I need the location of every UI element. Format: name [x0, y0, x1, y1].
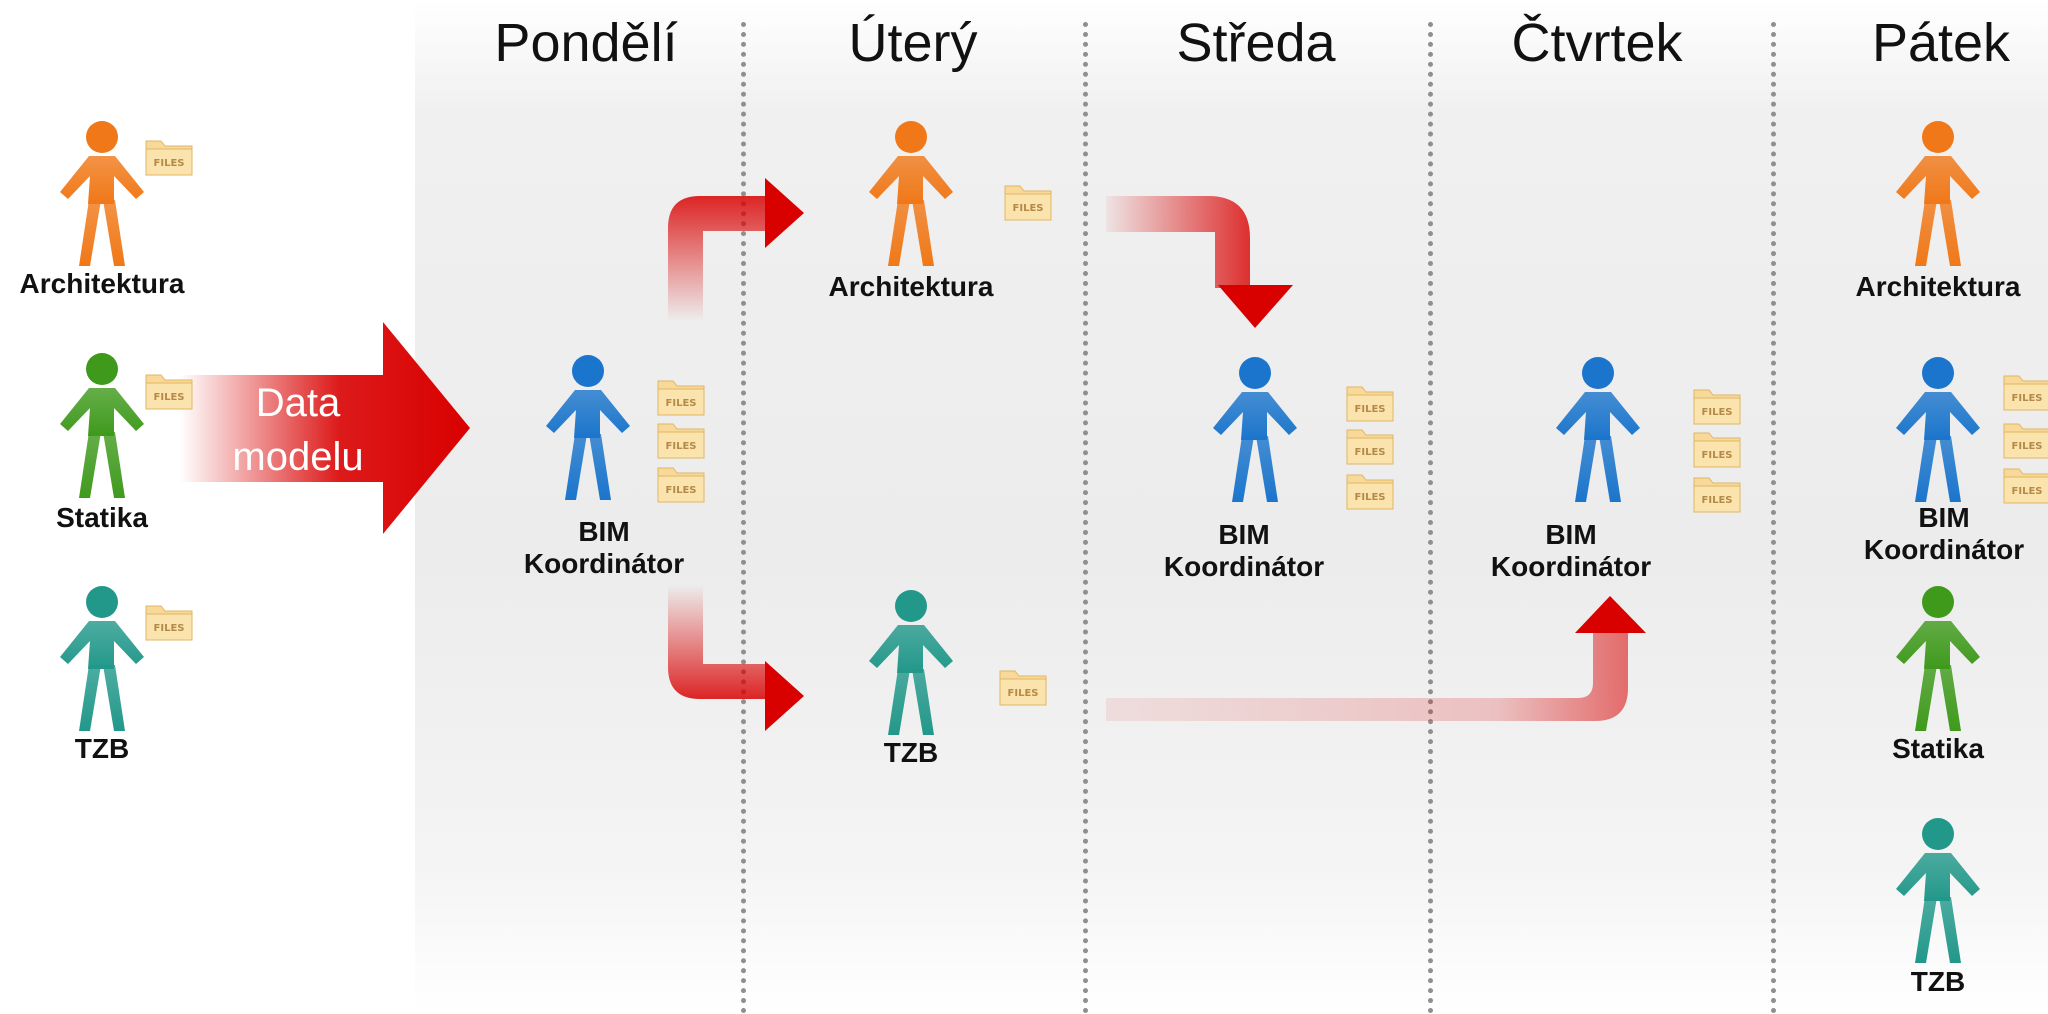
folder-icon: FILES	[1692, 474, 1742, 514]
svg-text:FILES: FILES	[154, 158, 185, 169]
day-header-ctvrtek: Čtvrtek	[1511, 13, 1683, 73]
folder-icon: FILES	[2002, 465, 2048, 505]
svg-text:FILES: FILES	[1702, 450, 1733, 461]
architect-person-icon	[1888, 120, 1988, 270]
day-header-pondeli: Pondělí	[494, 13, 678, 73]
folder-icon: FILES	[2002, 372, 2048, 412]
mep-person-icon	[52, 585, 152, 735]
day-divider-2	[1083, 22, 1088, 1014]
svg-text:FILES: FILES	[2012, 486, 2043, 497]
mep-person-icon	[861, 589, 961, 739]
folder-icon: FILES	[998, 667, 1048, 707]
coordinator-person-icon	[1888, 356, 1988, 506]
arrow-pondeli-to-mep-head	[765, 661, 804, 731]
coordinator-label-line2: Koordinátor	[1490, 551, 1652, 582]
folder-icon: FILES	[144, 371, 194, 411]
structural-person-icon	[1888, 585, 1988, 735]
folder-icon: FILES	[1345, 426, 1395, 466]
svg-text:FILES: FILES	[1702, 407, 1733, 418]
arrow-pondeli-to-architect-head	[765, 178, 804, 248]
folder-icon: FILES	[1345, 383, 1395, 423]
architect-person-icon	[861, 120, 961, 270]
svg-text:FILES: FILES	[2012, 441, 2043, 452]
svg-text:FILES: FILES	[666, 398, 697, 409]
svg-text:FILES: FILES	[1355, 492, 1386, 503]
streda-coordinator-label: BIM Koordinátor	[1164, 519, 1324, 583]
data-model-label-line2: modelu	[232, 435, 364, 479]
coordinator-label-line2: Koordinátor	[1163, 551, 1325, 582]
arrow-mep-to-ctvrtek-head	[1575, 596, 1646, 633]
day-header-streda: Středa	[1176, 13, 1336, 73]
day-header-patek: Pátek	[1871, 13, 2011, 73]
folder-icon: FILES	[1345, 471, 1395, 511]
patek-coordinator-label: BIM Koordinátor	[1864, 502, 2024, 566]
patek-architect-label: Architektura	[1855, 271, 2021, 302]
folder-icon: FILES	[144, 602, 194, 642]
folder-icon: FILES	[1003, 182, 1053, 222]
coordinator-person-icon	[538, 354, 638, 504]
day-divider-1	[741, 22, 746, 1014]
structural-person-icon	[52, 352, 152, 502]
pondeli-coordinator-label: BIM Koordinátor	[524, 516, 684, 580]
svg-text:FILES: FILES	[2012, 393, 2043, 404]
coordinator-label-line2: Koordinátor	[1863, 534, 2025, 565]
data-model-label-line1: Data	[255, 381, 341, 425]
folder-icon: FILES	[656, 464, 706, 504]
ctvrtek-coordinator-label: BIM Koordinátor	[1491, 519, 1651, 583]
coordinator-label-line2: Koordinátor	[523, 548, 685, 579]
mep-person-icon	[1888, 817, 1988, 967]
svg-text:FILES: FILES	[154, 392, 185, 403]
architect-person-icon	[52, 120, 152, 270]
svg-text:FILES: FILES	[1355, 404, 1386, 415]
arrow-architect-to-streda-head	[1218, 285, 1293, 328]
folder-icon: FILES	[656, 377, 706, 417]
patek-structural-label: Statika	[1892, 733, 1984, 764]
day-header-utery: Úterý	[848, 13, 978, 73]
coordinator-label-line1: BIM	[1545, 519, 1597, 550]
folder-icon: FILES	[1692, 386, 1742, 426]
incoming-structural-label: Statika	[56, 502, 148, 533]
incoming-mep-label: TZB	[74, 733, 130, 764]
folder-icon: FILES	[1692, 429, 1742, 469]
svg-text:FILES: FILES	[1008, 688, 1039, 699]
incoming-architect-label: Architektura	[19, 268, 185, 299]
svg-text:FILES: FILES	[1013, 203, 1044, 214]
folder-icon: FILES	[2002, 420, 2048, 460]
patek-mep-label: TZB	[1910, 966, 1966, 997]
arrow-pondeli-to-architect-stem	[668, 196, 768, 322]
utery-architect-label: Architektura	[828, 271, 994, 302]
arrow-architect-to-streda-stem	[1106, 196, 1250, 288]
coordinator-person-icon	[1205, 356, 1305, 506]
svg-text:FILES: FILES	[666, 485, 697, 496]
svg-text:FILES: FILES	[1702, 495, 1733, 506]
coordinator-label-line1: BIM	[1218, 519, 1270, 550]
day-divider-4	[1771, 22, 1776, 1014]
coordinator-label-line1: BIM	[578, 516, 630, 547]
svg-text:FILES: FILES	[666, 441, 697, 452]
arrow-pondeli-to-mep-stem	[668, 585, 768, 699]
utery-mep-label: TZB	[883, 737, 939, 768]
arrow-mep-to-ctvrtek-stem	[1106, 630, 1628, 721]
day-divider-3	[1428, 22, 1433, 1014]
coordinator-person-icon	[1548, 356, 1648, 506]
folder-icon: FILES	[144, 137, 194, 177]
folder-icon: FILES	[656, 420, 706, 460]
coordinator-label-line1: BIM	[1918, 502, 1970, 533]
svg-text:FILES: FILES	[154, 623, 185, 634]
svg-text:FILES: FILES	[1355, 447, 1386, 458]
data-model-arrow	[180, 322, 470, 534]
